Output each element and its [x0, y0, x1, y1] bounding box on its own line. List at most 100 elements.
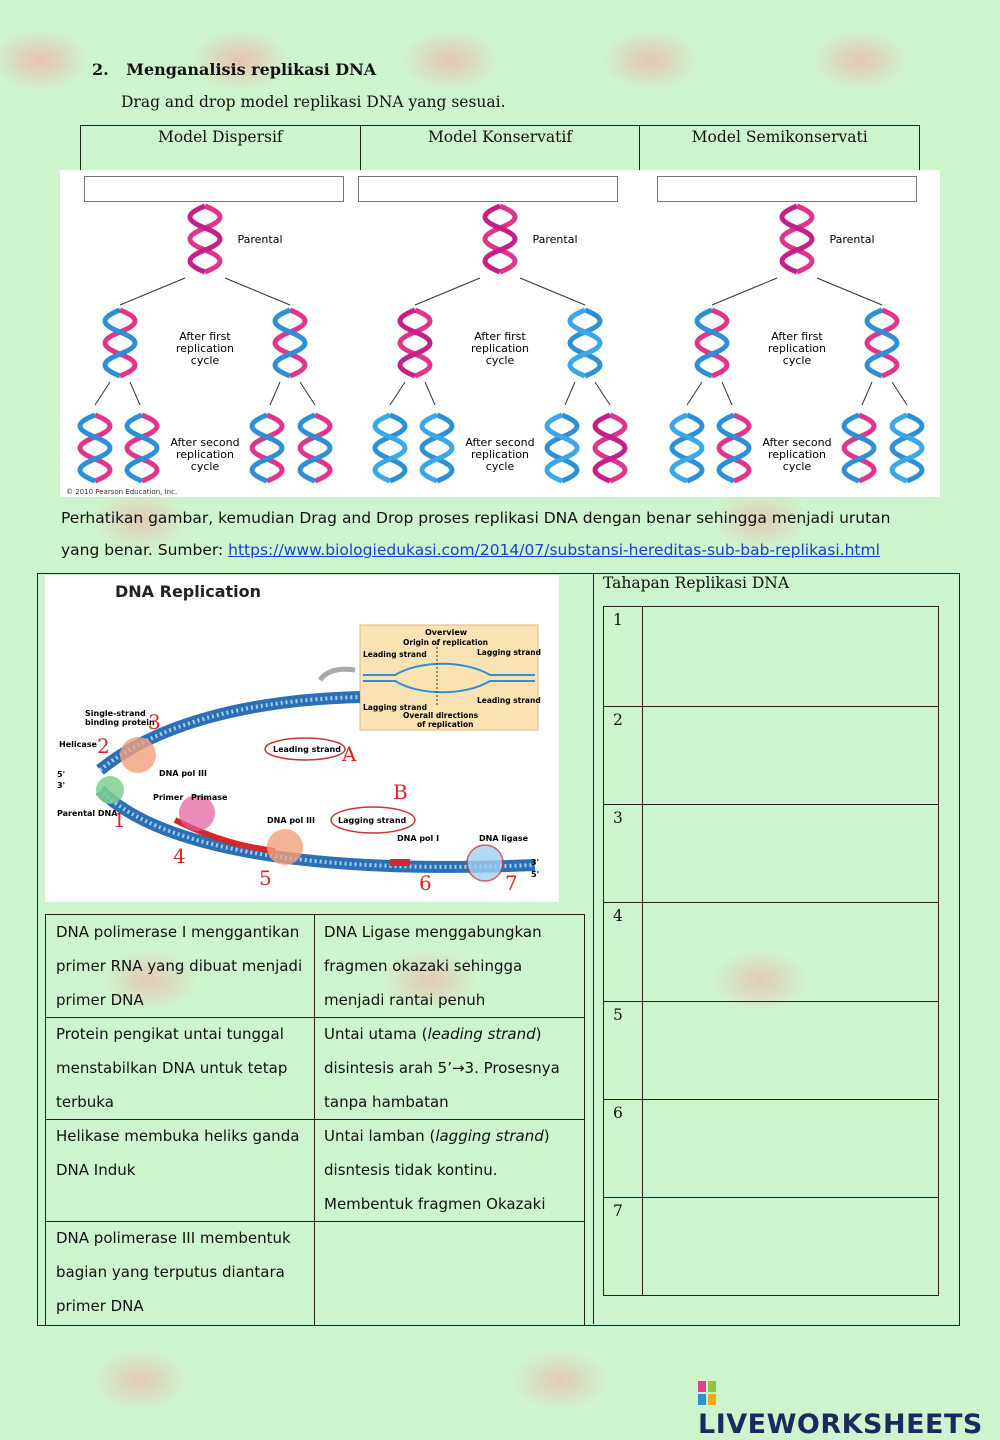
answer-card-lagging-strand[interactable]: Untai lamban (lagging strand) disntesis …	[314, 1119, 584, 1221]
answer-card-helicase[interactable]: Helikase membuka heliks ganda DNA Induk	[46, 1119, 314, 1221]
card-line: Membentuk fragmen Okazaki	[324, 1195, 546, 1213]
overview-origin: Origin of replication	[403, 638, 488, 647]
card-line: primer DNA	[56, 991, 144, 1009]
paragraph-line-1: Perhatikan gambar, kemudian Drag and Dro…	[61, 509, 891, 527]
label-dna-pol-i: DNA pol I	[397, 834, 439, 843]
gen2-helix	[892, 415, 922, 481]
overview-directions: Overall directions	[403, 711, 479, 720]
first-cycle-label: cycle	[191, 354, 220, 367]
overview-directions-2: of replication	[417, 720, 473, 729]
step-row-3[interactable]: 3	[604, 804, 938, 902]
source-link[interactable]: https://www.biologiedukasi.com/2014/07/s…	[228, 541, 880, 559]
second-cycle-label: After second	[465, 436, 534, 449]
answer-card-dna-pol-iii[interactable]: DNA polimerase III membentuk bagian yang…	[46, 1221, 314, 1325]
step-row-6[interactable]: 6	[604, 1099, 938, 1197]
card-line: DNA polimerase I menggantikan	[56, 923, 300, 941]
answer-card-leading-strand[interactable]: Untai utama (leading strand) disintesis …	[314, 1017, 584, 1119]
cards-vline	[314, 915, 315, 1221]
card-text: Untai lamban (	[324, 1127, 436, 1145]
marker-1: 1	[113, 808, 126, 832]
liveworksheets-logo-icon	[698, 1381, 716, 1405]
card-line: tanpa hambatan	[324, 1093, 449, 1111]
card-line: menjadi rantai penuh	[324, 991, 486, 1009]
gen2-helix	[547, 415, 577, 481]
gen1-helix	[400, 310, 430, 376]
model-header-konservatif: Model Konservatif	[361, 126, 641, 170]
model-drop-zone-2[interactable]	[358, 176, 618, 202]
section-heading: 2. Menganalisis replikasi DNA	[92, 60, 376, 79]
parental-label: Parental	[532, 233, 577, 246]
gen1-helix	[105, 310, 135, 376]
gen2-helix	[672, 415, 702, 481]
answer-cards-table: DNA polimerase I menggantikan primer RNA…	[45, 914, 585, 1326]
label-lagging-strand: Lagging strand	[338, 816, 407, 825]
cards-hline-1	[46, 1017, 584, 1018]
label-ssb-2: binding protein	[85, 718, 155, 727]
model-header-dispersif: Model Dispersif	[81, 126, 361, 170]
parental-helix	[485, 206, 515, 272]
model-header-semikonservatif: Model Semikonservati	[691, 128, 868, 146]
first-cycle-label: cycle	[783, 354, 812, 367]
second-cycle-label: cycle	[783, 460, 812, 473]
label-5-prime-right: 5'	[531, 870, 539, 879]
arrow-line	[711, 277, 778, 306]
card-line: DNA polimerase III membentuk	[56, 1229, 291, 1247]
card-line: DNA Induk	[56, 1161, 136, 1179]
paragraph-source-label: yang benar. Sumber:	[61, 541, 229, 559]
gen2-helix	[252, 415, 282, 481]
card-text: Untai utama (	[324, 1025, 428, 1043]
second-cycle-label: cycle	[191, 460, 220, 473]
arrow-line	[861, 381, 873, 406]
step-number: 3	[613, 809, 623, 827]
dna-replication-figure: DNA Replication Overview Origin of repli…	[45, 575, 559, 902]
marker-5: 5	[259, 866, 272, 890]
step-row-5[interactable]: 5	[604, 1001, 938, 1099]
steps-vline	[642, 607, 643, 1295]
first-cycle-label: replication	[176, 342, 234, 355]
gen1-helix	[697, 310, 727, 376]
step-number: 1	[613, 611, 623, 629]
liveworksheets-logo: LIVEWORKSHEETS	[698, 1378, 1000, 1440]
gen2-helix	[127, 415, 157, 481]
parental-helix	[190, 206, 220, 272]
label-primase: Primase	[191, 793, 228, 802]
answer-card-dna-pol-i[interactable]: DNA polimerase I menggantikan primer RNA…	[46, 915, 314, 1017]
step-row-4[interactable]: 4	[604, 902, 938, 1001]
step-row-2[interactable]: 2	[604, 706, 938, 804]
card-line: primer DNA	[56, 1297, 144, 1315]
section-number: 2.	[92, 60, 109, 79]
label-dna-pol-iii: DNA pol III	[159, 769, 207, 778]
answer-card-dna-ligase[interactable]: DNA Ligase menggabungkan fragmen okazaki…	[314, 915, 584, 1017]
model-drop-zone-1[interactable]	[84, 176, 344, 202]
card-italic: leading strand	[427, 1025, 536, 1043]
label-parental-dna: Parental DNA	[57, 809, 118, 818]
card-line: disntesis tidak kontinu.	[324, 1161, 498, 1179]
answer-card-ssb-protein[interactable]: Protein pengikat untai tunggal menstabil…	[46, 1017, 314, 1119]
steps-title: Tahapan Replikasi DNA	[603, 574, 790, 592]
gen2-helix	[844, 415, 874, 481]
card-line: primer RNA yang dibuat menjadi	[56, 957, 303, 975]
gen2-helix	[375, 415, 405, 481]
parental-label: Parental	[829, 233, 874, 246]
arrow-line	[119, 277, 186, 306]
card-line: Helikase membuka heliks ganda	[56, 1127, 300, 1145]
gen1-helix	[867, 310, 897, 376]
label-dna-pol-iii-2: DNA pol III	[267, 816, 315, 825]
card-text: )	[535, 1025, 542, 1043]
step-row-1[interactable]: 1	[604, 607, 938, 706]
label-helicase: Helicase	[59, 740, 98, 749]
arrow-line	[129, 381, 141, 406]
step-row-7[interactable]: 7	[604, 1197, 938, 1295]
gen2-helix	[595, 415, 625, 481]
arrow-line	[224, 277, 291, 306]
arrow-line	[424, 381, 436, 406]
card-line: terbuka	[56, 1093, 114, 1111]
first-cycle-label: cycle	[486, 354, 515, 367]
card-line: disintesis arah 5’→3. Prosesnya	[324, 1059, 560, 1077]
second-cycle-label: After second	[170, 436, 239, 449]
arrow-line	[721, 381, 733, 406]
label-ssb: Single-strand	[85, 709, 146, 718]
model-drop-zone-3[interactable]	[657, 176, 917, 202]
step-number: 7	[613, 1202, 623, 1220]
